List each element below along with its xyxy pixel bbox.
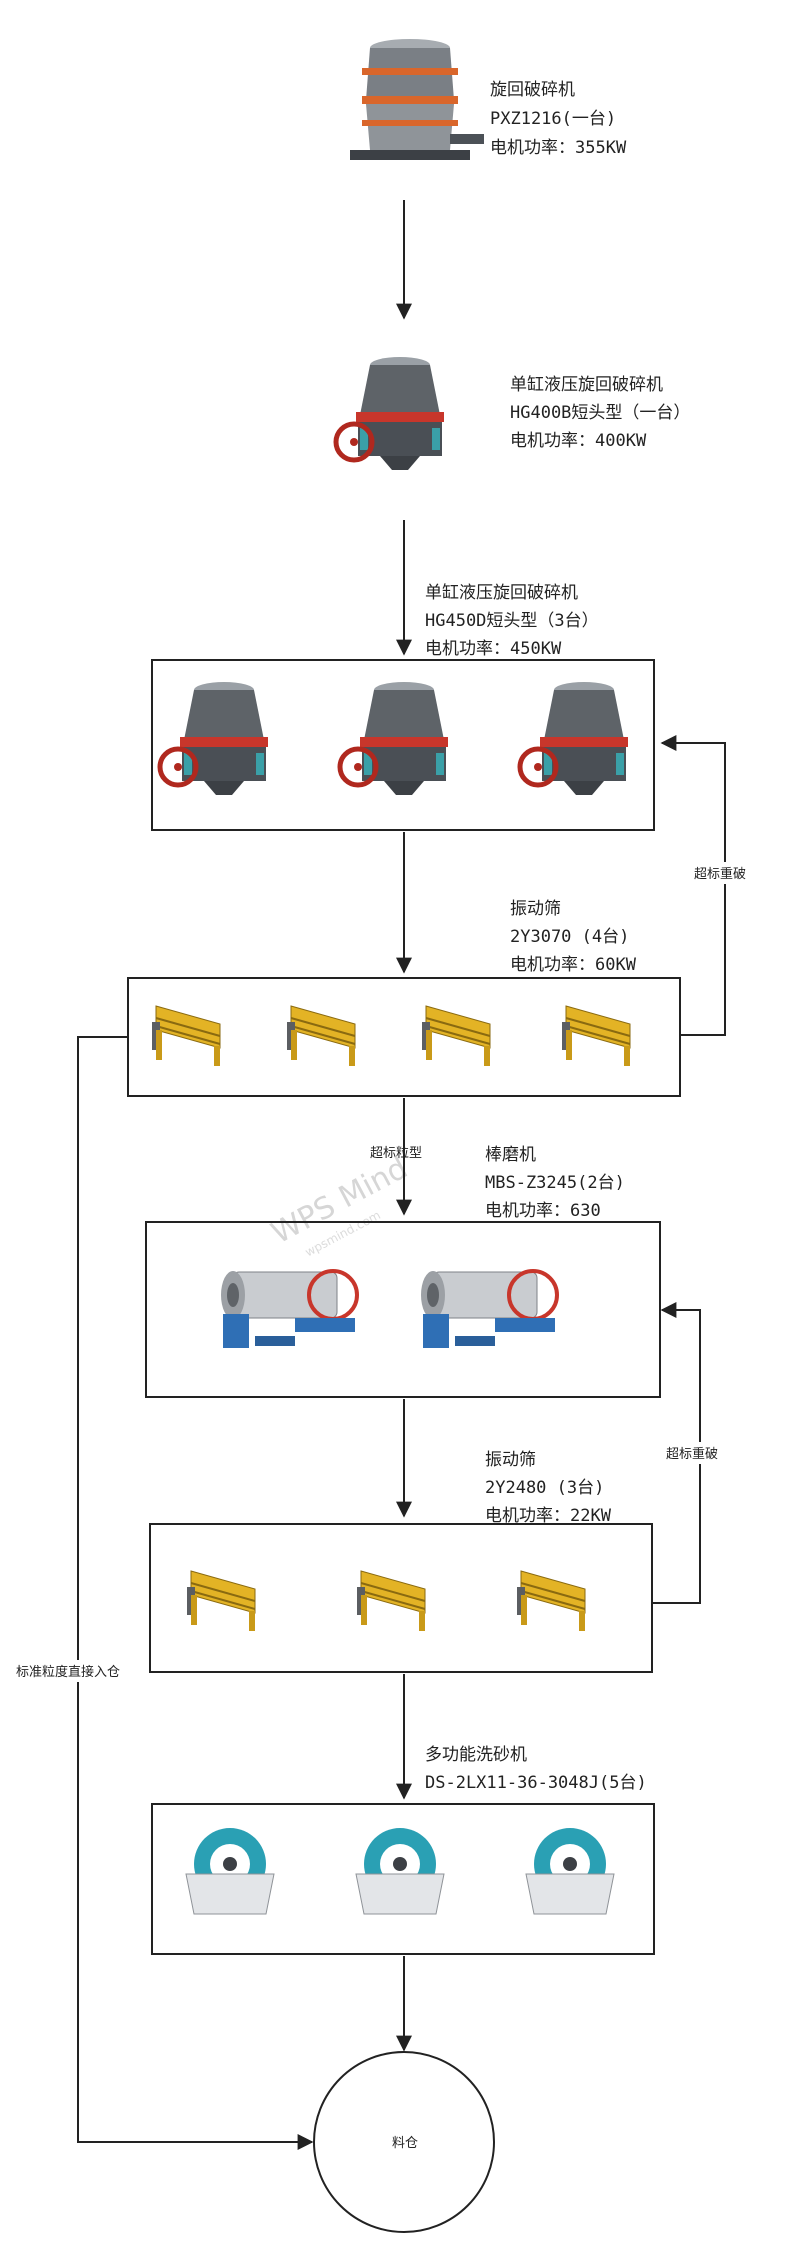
screen2-model: 2Y2480 (3台) bbox=[485, 1478, 604, 1498]
screen1-unit-3 bbox=[421, 1005, 491, 1067]
loop-oversize-1 bbox=[660, 735, 726, 1036]
rodmill-unit-1 bbox=[219, 1269, 359, 1350]
screen1-name: 振动筛 bbox=[510, 899, 561, 919]
screen1-unit-4 bbox=[561, 1005, 631, 1067]
hg450-name: 单缸液压旋回破碎机 bbox=[425, 582, 578, 603]
screen1-model: 2Y3070 (4台) bbox=[510, 927, 629, 947]
washer-name: 多功能洗砂机 bbox=[425, 1745, 527, 1765]
rodmill-name: 棒磨机 bbox=[485, 1145, 536, 1165]
gyratory-model: PXZ1216(一台) bbox=[490, 109, 616, 129]
rodmill-model: MBS-Z3245(2台) bbox=[485, 1173, 625, 1193]
washer-box bbox=[151, 1803, 655, 1955]
hg450-crusher-3 bbox=[520, 682, 628, 795]
hg450-crusher-2 bbox=[340, 682, 448, 795]
hg400-name: 单缸液压旋回破碎机 bbox=[510, 374, 663, 395]
screen2-unit-3 bbox=[516, 1570, 586, 1632]
screen2-power: 电机功率：22KW bbox=[485, 1506, 612, 1526]
gyratory-power: 电机功率：355KW bbox=[490, 138, 627, 158]
hg450-power: 电机功率：450KW bbox=[425, 639, 562, 659]
direct-to-silo-label: 标准粒度直接入仓 bbox=[16, 1664, 120, 1680]
screen2-box bbox=[149, 1523, 653, 1673]
rodmill-box bbox=[145, 1221, 661, 1398]
washer-unit-2 bbox=[355, 1827, 445, 1915]
oversize-grain-label: 超标粒型 bbox=[370, 1146, 422, 1161]
oversize-2-label: 超标重破 bbox=[666, 1446, 718, 1462]
screen1-unit-1 bbox=[151, 1005, 221, 1067]
gyratory-name: 旋回破碎机 bbox=[490, 80, 575, 100]
oversize-1-label: 超标重破 bbox=[694, 866, 746, 882]
silo-circle bbox=[313, 2051, 495, 2233]
hg450-box bbox=[151, 659, 655, 831]
washer-unit-3 bbox=[525, 1827, 615, 1915]
screen1-unit-2 bbox=[286, 1005, 356, 1067]
washer-model: DS-2LX11-36-3048J(5台) bbox=[425, 1773, 647, 1793]
screen2-unit-2 bbox=[356, 1570, 426, 1632]
hg400-model: HG400B短头型（一台） bbox=[510, 403, 690, 423]
screen2-unit-1 bbox=[186, 1570, 256, 1632]
gyratory-crusher-image bbox=[350, 39, 484, 160]
hg400-power: 电机功率：400KW bbox=[510, 431, 647, 451]
washer-unit-1 bbox=[185, 1827, 275, 1915]
rodmill-unit-2 bbox=[419, 1269, 559, 1350]
silo-label: 料仓 bbox=[392, 2136, 418, 2151]
rodmill-power: 电机功率：630 bbox=[485, 1201, 601, 1221]
hg450-model: HG450D短头型（3台） bbox=[425, 611, 599, 631]
screen1-power: 电机功率：60KW bbox=[510, 955, 637, 975]
hg400-crusher-image bbox=[336, 357, 444, 470]
hg450-crusher-1 bbox=[160, 682, 268, 795]
screen2-name: 振动筛 bbox=[485, 1450, 536, 1470]
bypass-line bbox=[77, 1036, 314, 2150]
